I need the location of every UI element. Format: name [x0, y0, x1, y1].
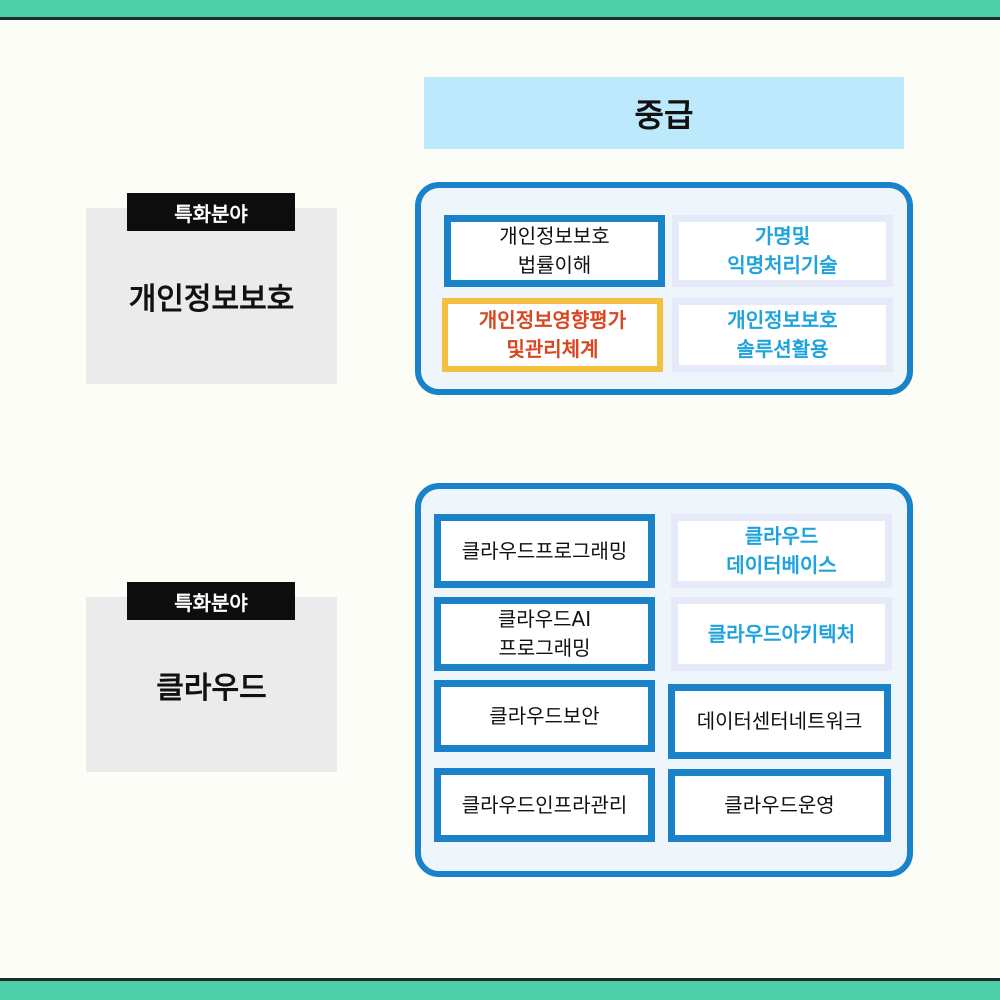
course-line: 개인정보보호 [499, 224, 610, 248]
course-box[interactable]: 클라우드프로그래밍 [434, 514, 655, 588]
top-band [0, 0, 1000, 20]
course-box[interactable]: 개인정보보호 법률이해 [444, 215, 665, 287]
course-line: 데이터센터네트워크 [696, 709, 863, 733]
course-box[interactable]: 클라우드운영 [668, 769, 891, 842]
field-tag: 특화분야 [127, 193, 295, 231]
course-line: 개인정보영향평가 [478, 308, 627, 332]
course-line: 클라우드아키텍처 [707, 621, 856, 646]
field-name: 개인정보보호 [128, 282, 295, 317]
course-line: 클라우드프로그래밍 [461, 538, 628, 563]
course-line: 익명처리기술 [727, 253, 838, 277]
bottom-band [0, 978, 1000, 1000]
course-box[interactable]: 클라우드인프라관리 [434, 768, 655, 842]
course-line: 프로그래밍 [498, 636, 591, 660]
course-box[interactable]: 데이터센터네트워크 [668, 684, 891, 759]
course-box[interactable]: 개인정보영향평가 및관리체계 [442, 298, 663, 372]
course-line: 클라우드인프라관리 [461, 792, 628, 817]
course-line: 개인정보보호 [727, 308, 838, 332]
course-line: 법률이해 [517, 253, 592, 277]
course-box[interactable]: 개인정보보호 솔루션활용 [672, 298, 893, 372]
course-box[interactable]: 클라우드보안 [434, 680, 655, 752]
course-line: 데이터베이스 [726, 553, 837, 577]
course-line: 및관리체계 [506, 337, 599, 361]
field-card-privacy: 개인정보보호 [86, 208, 337, 384]
course-line: 클라우드AI [497, 607, 592, 631]
course-line: 클라우드 [744, 524, 819, 548]
course-box[interactable]: 클라우드 데이터베이스 [671, 514, 892, 588]
course-box[interactable]: 가명및 익명처리기술 [672, 215, 893, 287]
level-header: 중급 [424, 77, 904, 149]
course-line: 클라우드운영 [724, 793, 835, 817]
course-line: 솔루션활용 [736, 337, 829, 361]
course-line: 클라우드보안 [489, 703, 600, 728]
field-name: 클라우드 [156, 670, 267, 706]
field-card-cloud: 클라우드 [86, 597, 337, 772]
course-box[interactable]: 클라우드AI 프로그래밍 [434, 597, 655, 671]
course-line: 가명및 [754, 224, 811, 248]
course-box[interactable]: 클라우드아키텍처 [671, 597, 892, 671]
field-tag: 특화분야 [127, 582, 295, 620]
